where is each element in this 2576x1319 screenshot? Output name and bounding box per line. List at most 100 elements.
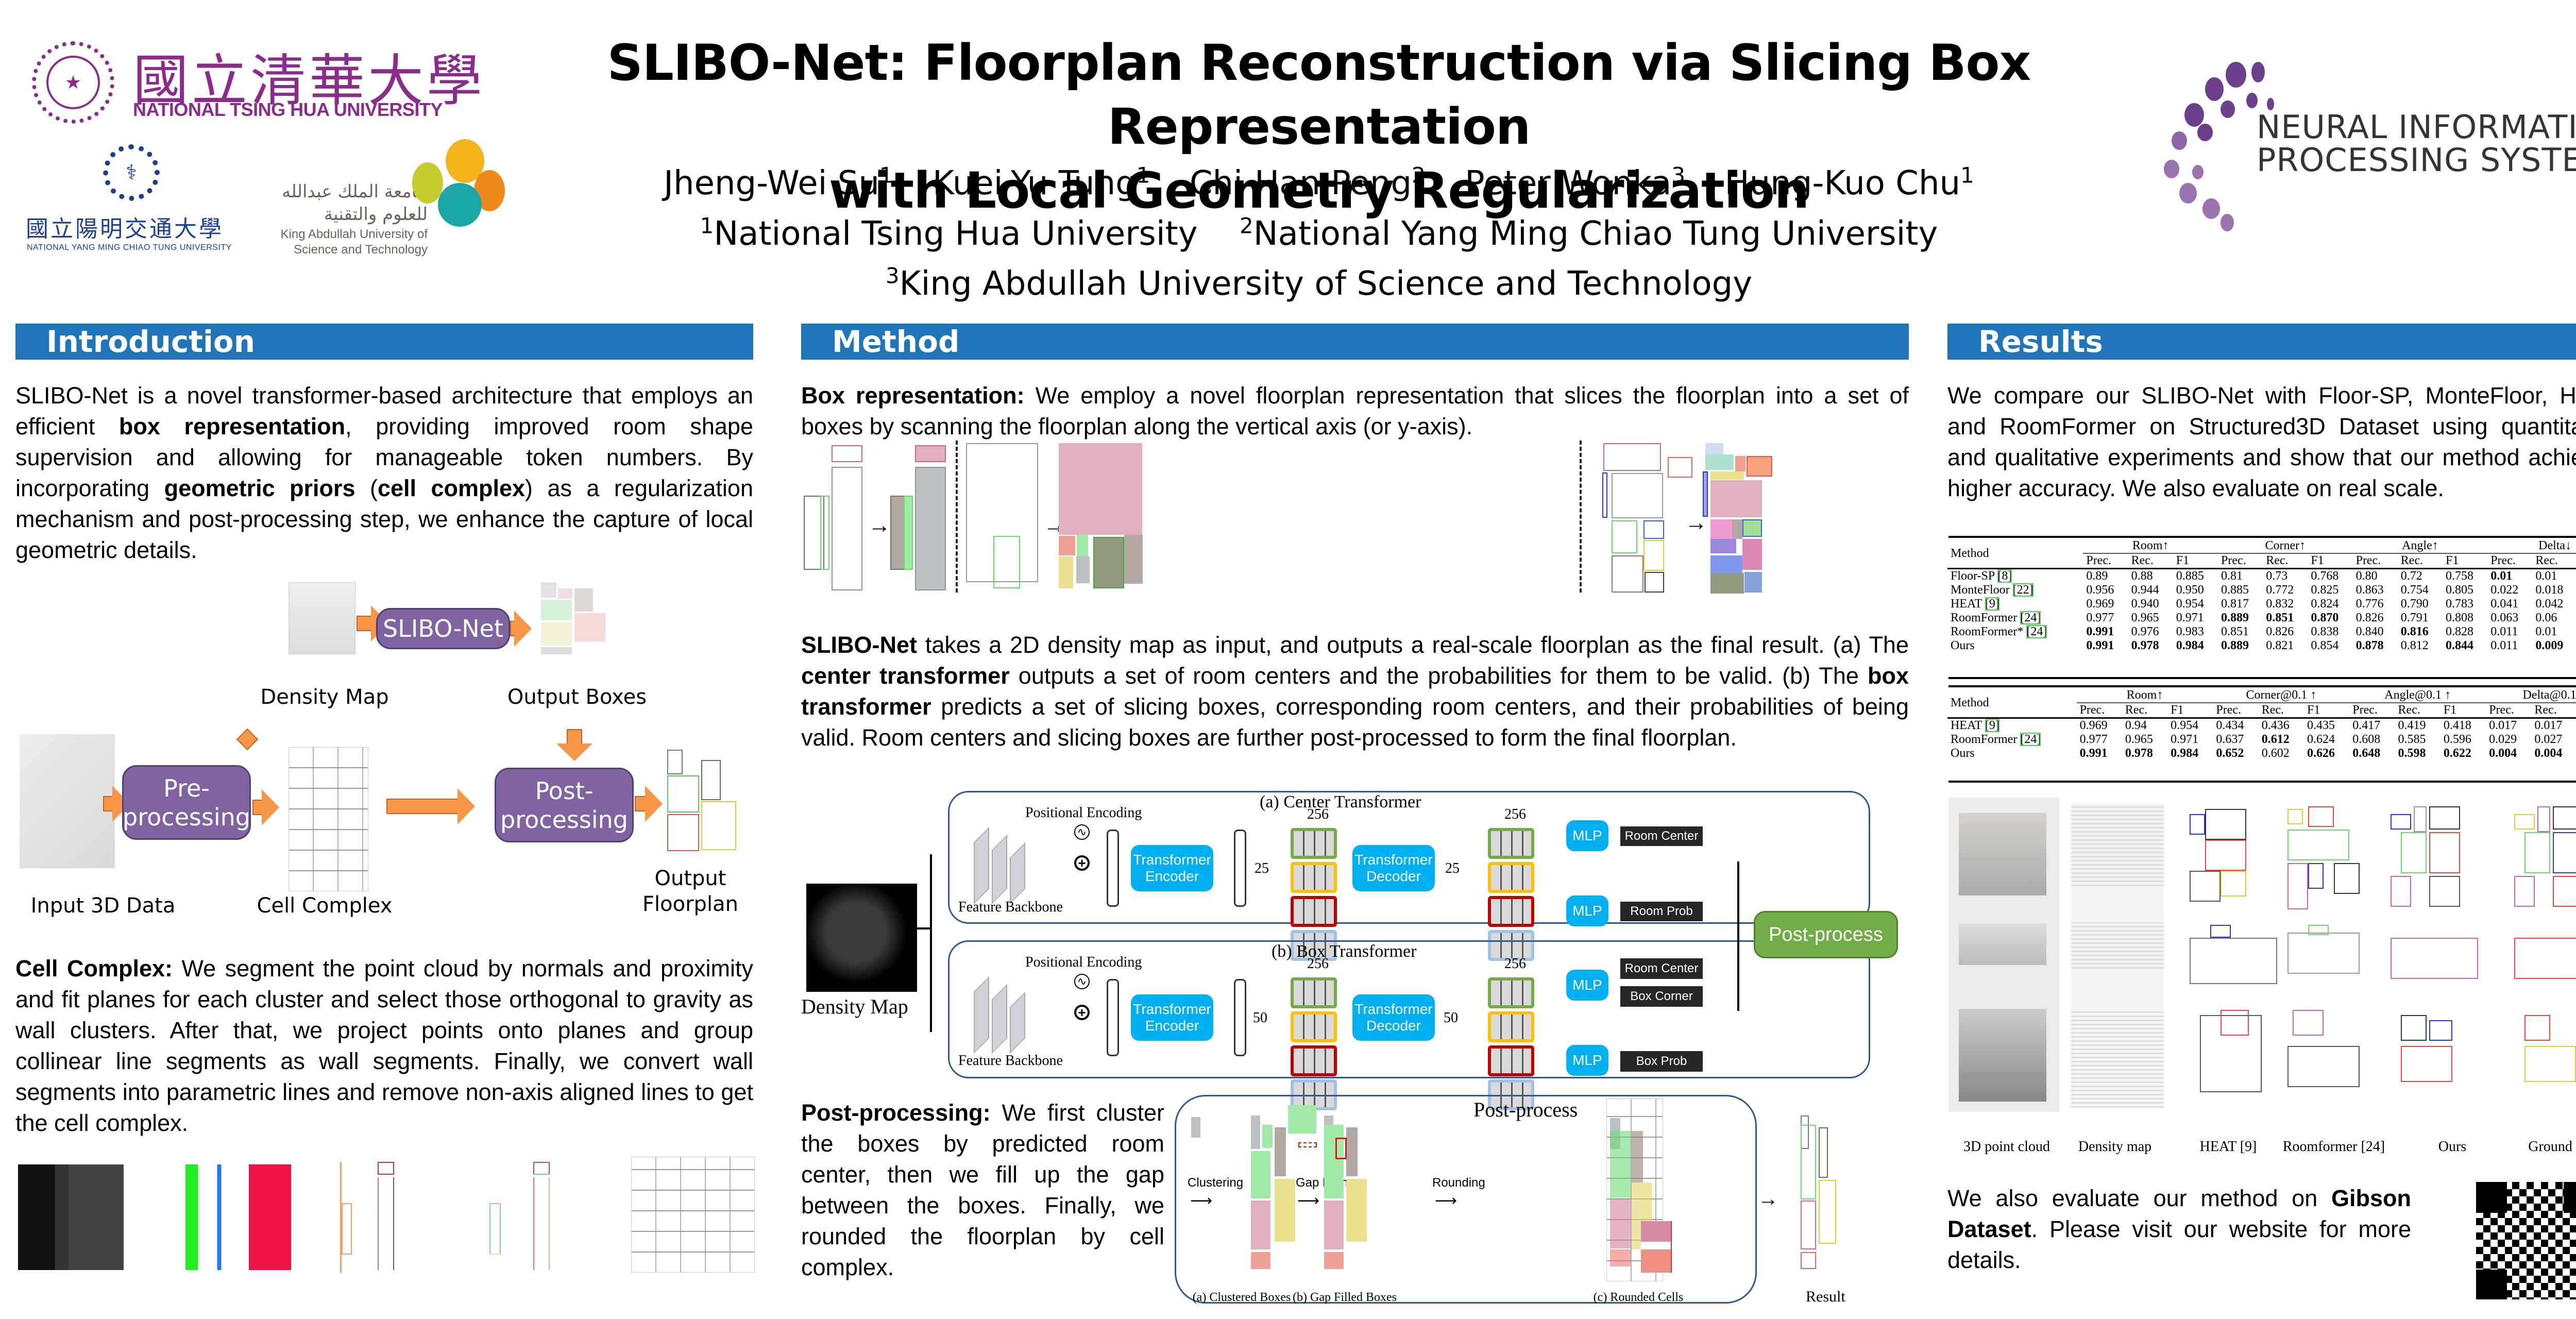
box-prob-output: Box Prob: [1620, 1051, 1703, 1072]
output-boxes-thumbnail: [538, 582, 605, 654]
metric-value: 0.991: [2086, 639, 2114, 652]
metric-value: 0.851: [2221, 625, 2249, 638]
box-filled: [904, 496, 913, 570]
mlp-block: MLP: [1566, 970, 1608, 1001]
metric-value: 0.965: [2125, 733, 2153, 746]
cluster-box: [1262, 1125, 1273, 1148]
metric-value: 0.041: [2490, 597, 2519, 611]
citation-link[interactable]: [24]: [2020, 611, 2041, 624]
rounded-cell: [1610, 1199, 1631, 1248]
transformer-decoder-block: Transformer Decoder: [1352, 845, 1435, 891]
citation-link[interactable]: [24]: [2026, 625, 2047, 638]
kaust-mark-icon: [412, 139, 505, 227]
slice-box: [1744, 572, 1762, 593]
metric-subheader: Prec.: [2221, 554, 2246, 567]
slice-box: [1093, 537, 1124, 588]
arrow-right-icon: ⟶: [1190, 1192, 1213, 1209]
metric-value: 0.812: [2400, 639, 2429, 652]
metric-value: 0.791: [2400, 611, 2429, 624]
flow-arrow: [252, 789, 279, 825]
metric-value: 0.956: [2086, 583, 2114, 597]
arrow-right-icon: →: [1758, 1188, 1778, 1210]
metric-value: 0.624: [2307, 733, 2335, 746]
cluster-box: [1275, 1127, 1286, 1176]
metric-value: 0.80: [2355, 569, 2378, 583]
cluster-box: [1251, 1252, 1270, 1269]
metric-value: 0.844: [2446, 639, 2473, 652]
output-floorplan-label: Output Floorplan: [642, 867, 738, 916]
caption-gap-filled-boxes: (b) Gap Filled Boxes: [1293, 1291, 1397, 1304]
slice-box: [1710, 573, 1744, 594]
query-count-label: 50: [1444, 1010, 1458, 1026]
metric-value: 0.808: [2446, 611, 2473, 624]
metric-subheader: Prec.: [2216, 703, 2242, 717]
citation-link[interactable]: [22]: [2012, 583, 2033, 597]
cluster-box: [1191, 1117, 1200, 1138]
metric-value: 0.436: [2261, 719, 2290, 732]
metric-value: 0.004: [2534, 747, 2563, 760]
caption-heat: HEAT [9]: [2199, 1139, 2257, 1155]
metric-value: 0.01: [2535, 569, 2557, 583]
metric-value: 0.817: [2221, 597, 2249, 611]
metric-subheader: Rec.: [2535, 554, 2558, 567]
metric-value: 0.832: [2266, 597, 2294, 611]
metric-value: 0.944: [2131, 583, 2159, 597]
metric-value: 0.063: [2490, 611, 2519, 624]
output-floorplan-thumbnail: [667, 750, 737, 853]
metric-value: 0.984: [2171, 747, 2199, 760]
gibson-text: We also evaluate our method on Gibson Da…: [1947, 1185, 2411, 1273]
output-token-stack: [1488, 828, 1534, 964]
slice-box: [1732, 519, 1742, 539]
result-room: [1819, 1127, 1828, 1178]
metric-value: 0.648: [2352, 747, 2381, 760]
metric-value: 0.608: [2352, 733, 2381, 746]
metric-value: 0.978: [2125, 747, 2153, 760]
metric-value: 0.976: [2131, 625, 2159, 638]
input-3d-thumbnail: [20, 734, 115, 868]
box-outline: [832, 467, 862, 590]
author: Kuei-Yu Tung1: [932, 163, 1150, 203]
metric-value: 0.435: [2307, 719, 2335, 732]
metric-value: 0.885: [2221, 583, 2249, 597]
metric-value: 0.991: [2086, 625, 2114, 638]
metric-value: 0.971: [2176, 611, 2204, 624]
output-boxes-label: Output Boxes: [507, 685, 647, 709]
citation-link[interactable]: [24]: [2020, 733, 2041, 746]
metric-value: 0.022: [2490, 583, 2519, 597]
slice-box: [1710, 519, 1732, 539]
metric-subheader: F1: [2176, 554, 2190, 567]
metric-value: 0.885: [2176, 569, 2204, 583]
metric-value: 0.622: [2443, 747, 2471, 760]
connector-line: [1737, 861, 1739, 1011]
citation-link[interactable]: [8]: [1997, 569, 2012, 583]
arrow-right-icon: ⟶: [1297, 1192, 1320, 1209]
results-header: Results: [1947, 324, 2576, 360]
results-text: We compare our SLIBO-Net with Floor-SP, …: [1947, 382, 2576, 501]
box-outline: [832, 445, 862, 462]
rounded-cell: [1610, 1249, 1631, 1266]
citation-link[interactable]: [9]: [1985, 719, 1999, 732]
metric-value: 0.950: [2176, 583, 2204, 597]
metric-value: 0.825: [2311, 583, 2339, 597]
metric-value: 0.72: [2400, 569, 2422, 583]
flow-arrow: [635, 786, 663, 822]
citation-link[interactable]: [9]: [1985, 597, 1999, 611]
method-name: HEAT [9]: [1951, 719, 1999, 732]
method-name: RoomFormer [24]: [1951, 611, 2041, 624]
metric-value: 0.598: [2398, 747, 2426, 760]
website-qr-code[interactable]: [2471, 1177, 2576, 1305]
metric-subheader: F1: [2171, 703, 2184, 717]
box-transformer-panel: [948, 940, 1870, 1078]
metric-value: 0.863: [2355, 583, 2384, 597]
room-prob-output: Room Prob: [1620, 902, 1703, 921]
box-corner-output: Box Corner: [1620, 986, 1703, 1007]
nycu-seal-logo: ⚕: [103, 144, 160, 201]
metric-subheader: F1: [2443, 703, 2457, 717]
metric-subheader: F1: [2446, 554, 2459, 567]
title-line-2: with Local Geometry Regularization: [828, 162, 1809, 219]
result-room: [1801, 1200, 1816, 1249]
metric-value: 0.965: [2131, 611, 2159, 624]
